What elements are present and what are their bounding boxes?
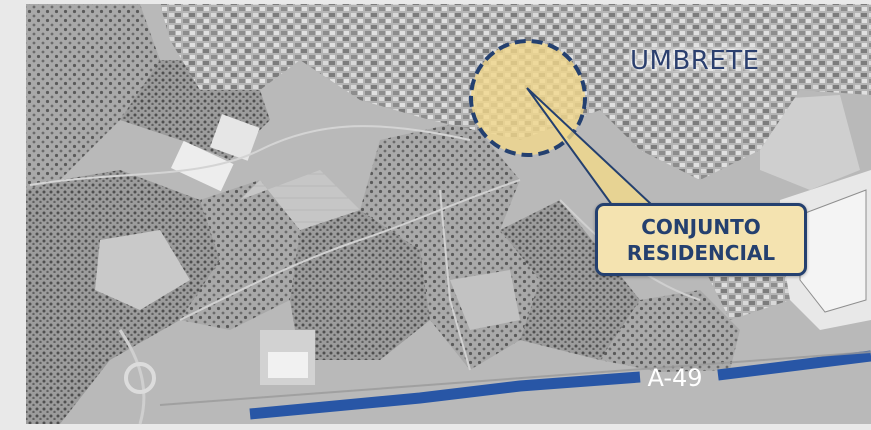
callout-line-2: RESIDENCIAL [626,240,776,265]
residential-callout: CONJUNTO RESIDENCIAL [595,203,807,276]
highway-line [249,350,871,420]
callout-line-1: CONJUNTO [641,214,761,239]
highway-label: A-49 [647,364,703,392]
town-label: UMBRETE [630,46,760,76]
